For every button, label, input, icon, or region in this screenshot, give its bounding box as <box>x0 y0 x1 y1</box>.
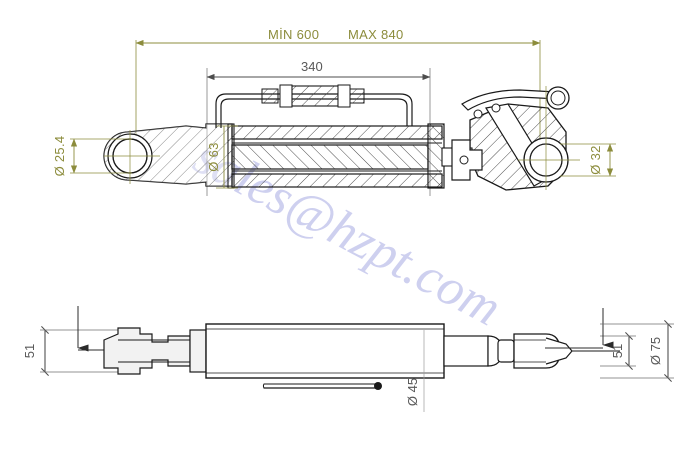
dimension-label-min: MİN 600 <box>268 27 319 42</box>
dimension-hook-bore-right: Ø 32 <box>560 143 616 177</box>
dimension-eye-bore-left: Ø 25.4 <box>52 136 132 177</box>
dimension-right-width: 51 <box>545 308 636 370</box>
cylinder-barrel-elevation <box>205 323 445 390</box>
bottom-view: 51 <box>22 306 674 412</box>
dimension-label-51-left: 51 <box>22 344 37 358</box>
dimension-left-width: 51 <box>22 306 136 376</box>
dimension-label-51-right: 51 <box>610 344 625 358</box>
dimension-stroke-range: MİN 600 MAX 840 <box>135 27 541 47</box>
hose-fittings <box>261 84 365 108</box>
top-view: MİN 600 MAX 840 340 Ø 25.4 <box>52 27 616 196</box>
dimension-label-dia75: Ø 75 <box>648 337 663 365</box>
dimension-tube-diameter: Ø 63 <box>206 125 238 189</box>
dimension-label-dia45: Ø 45 <box>405 378 420 406</box>
dimension-label-max: MAX 840 <box>348 27 404 42</box>
right-hook-assembly <box>451 86 580 191</box>
dimension-label-dia254: Ø 25.4 <box>52 136 67 177</box>
dimension-label-dia63: Ø 63 <box>206 142 221 171</box>
dimension-rod-diameter: Ø 45 <box>405 330 425 412</box>
dimension-label-340: 340 <box>301 59 323 74</box>
dimension-body-length: 340 <box>206 59 431 81</box>
dimension-outer-diameter: Ø 75 <box>600 320 674 382</box>
rod-right-end-elevation <box>443 333 620 369</box>
dimension-label-dia32: Ø 32 <box>588 145 603 174</box>
left-eye-side-view <box>103 327 207 375</box>
cylinder-body-section <box>227 123 473 189</box>
